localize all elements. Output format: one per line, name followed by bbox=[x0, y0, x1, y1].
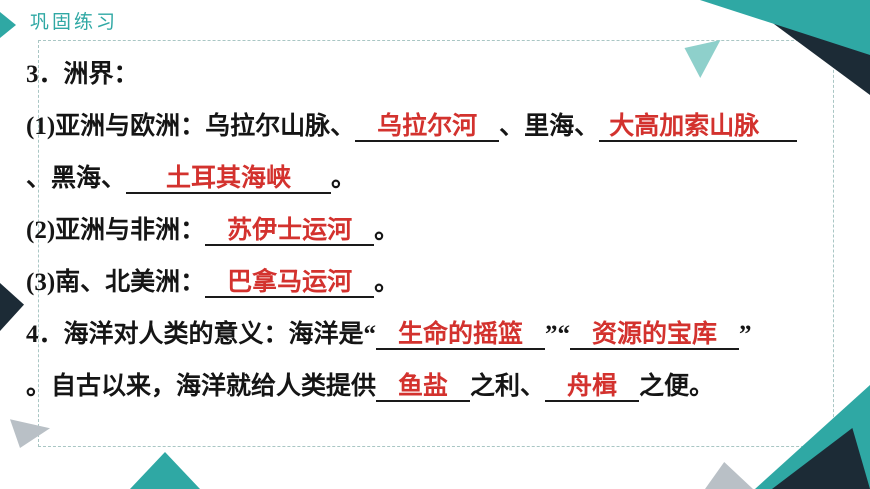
text-line-item3-heading: 3．洲界： bbox=[26, 49, 840, 101]
text-line-asia-europe-cont: 、黑海、土耳其海峡。 bbox=[26, 153, 840, 205]
question-text: 。 bbox=[374, 269, 400, 296]
answer-blank: 苏伊士运河 bbox=[205, 217, 375, 246]
text-line-item4-heading: 4．海洋对人类的意义：海洋是“生命的摇篮”“资源的宝库” bbox=[26, 309, 840, 361]
question-text: 3．洲界： bbox=[26, 61, 139, 88]
question-text: 、黑海、 bbox=[26, 165, 127, 192]
question-text: 。自古以来，海洋就给人类提供 bbox=[26, 373, 377, 400]
question-text: 、里海、 bbox=[499, 113, 600, 140]
answer-blank: 巴拿马运河 bbox=[205, 269, 375, 298]
bottom-left-teal-triangle bbox=[130, 452, 200, 489]
text-line-item4-cont: 。自古以来，海洋就给人类提供鱼盐之利、舟楫之便。 bbox=[26, 361, 840, 413]
question-text: 。 bbox=[374, 217, 400, 244]
slide-content: 3．洲界： (1)亚洲与欧洲：乌拉尔山脉、乌拉尔河、里海、大高加索山脉 、黑海、… bbox=[26, 49, 840, 413]
top-left-teal-triangle bbox=[0, 12, 16, 38]
answer-blank: 舟楫 bbox=[545, 373, 640, 402]
page-title: 巩固练习 bbox=[30, 12, 119, 33]
answer-blank: 资源的宝库 bbox=[570, 321, 740, 350]
answer-blank: 生命的摇篮 bbox=[376, 321, 546, 350]
answer-blank: 土耳其海峡 bbox=[126, 165, 332, 194]
question-text: 之便。 bbox=[639, 373, 715, 400]
answer-blank: 鱼盐 bbox=[376, 373, 471, 402]
text-line-asia-africa: (2)亚洲与非洲：苏伊士运河。 bbox=[26, 205, 840, 257]
question-text: 4．海洋对人类的意义：海洋是“ bbox=[26, 321, 377, 348]
text-line-americas: (3)南、北美洲：巴拿马运河。 bbox=[26, 257, 840, 309]
question-text: ”“ bbox=[545, 321, 571, 348]
question-text: (2)亚洲与非洲： bbox=[26, 217, 206, 244]
question-text: ” bbox=[739, 321, 752, 348]
left-edge-navy-triangle bbox=[0, 283, 24, 331]
text-line-asia-europe: (1)亚洲与欧洲：乌拉尔山脉、乌拉尔河、里海、大高加索山脉 bbox=[26, 101, 840, 153]
answer-blank: 大高加索山脉 bbox=[599, 113, 798, 142]
bottom-right-gray-triangle bbox=[705, 462, 753, 489]
question-text: (1)亚洲与欧洲：乌拉尔山脉、 bbox=[26, 113, 356, 140]
question-text: 。 bbox=[331, 165, 357, 192]
question-text: 之利、 bbox=[470, 373, 546, 400]
answer-blank: 乌拉尔河 bbox=[355, 113, 500, 142]
content-frame-border bbox=[38, 40, 834, 447]
question-text: (3)南、北美洲： bbox=[26, 269, 206, 296]
